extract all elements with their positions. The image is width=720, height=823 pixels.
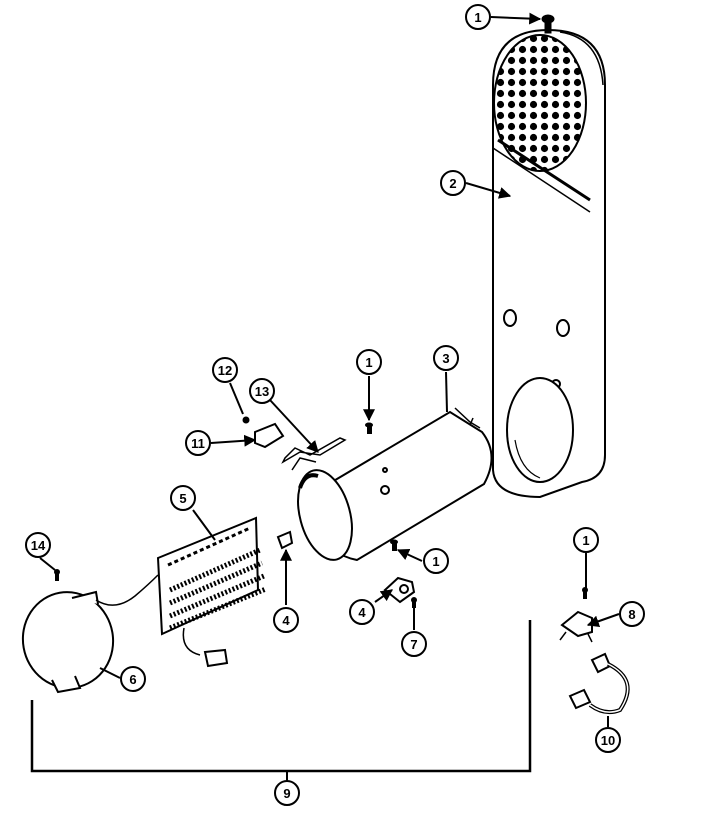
callout-1-right: 1 <box>573 527 599 553</box>
svg-text:4: 4 <box>282 613 290 628</box>
screw-part-14 <box>54 569 60 581</box>
callout-3: 3 <box>433 345 459 371</box>
callout-8: 8 <box>619 601 645 627</box>
svg-text:9: 9 <box>283 786 290 801</box>
svg-text:1: 1 <box>582 533 589 548</box>
callout-4-left: 4 <box>273 607 299 633</box>
part-11-clip <box>254 422 285 449</box>
svg-text:6: 6 <box>129 672 136 687</box>
svg-text:10: 10 <box>601 733 615 748</box>
svg-text:3: 3 <box>442 351 449 366</box>
callout-6: 6 <box>120 666 146 692</box>
svg-text:14: 14 <box>31 538 46 553</box>
screw-part-7 <box>411 597 417 608</box>
callout-1-top: 1 <box>465 4 491 30</box>
wire-part-6 <box>95 574 159 606</box>
callout-12: 12 <box>212 357 238 383</box>
screw-housing-top <box>365 422 373 434</box>
callout-1-housing-top: 1 <box>356 349 382 375</box>
callout-7: 7 <box>401 631 427 657</box>
callout-2: 2 <box>440 170 466 196</box>
svg-text:11: 11 <box>191 436 205 451</box>
callout-13: 13 <box>249 378 275 404</box>
thermostat-8 <box>559 610 593 643</box>
svg-text:7: 7 <box>410 637 417 652</box>
svg-text:1: 1 <box>432 554 439 569</box>
screw-housing-bottom <box>390 539 398 551</box>
svg-text:1: 1 <box>474 10 481 25</box>
callout-5: 5 <box>170 485 196 511</box>
svg-text:5: 5 <box>179 491 186 506</box>
heater-housing <box>281 407 493 562</box>
callout-11: 11 <box>185 430 211 456</box>
svg-text:8: 8 <box>628 607 635 622</box>
exhaust-duct-panel <box>492 28 606 499</box>
svg-text:1: 1 <box>365 355 372 370</box>
callout-10: 10 <box>595 727 621 753</box>
heating-element <box>156 516 267 668</box>
part-12-nut <box>242 416 250 424</box>
callout-1-housing-bottom: 1 <box>423 548 449 574</box>
callout-14: 14 <box>25 532 51 558</box>
wire-harness <box>568 652 630 715</box>
leader-lines <box>39 12 620 727</box>
thermostat-right <box>383 576 416 604</box>
callout-9: 9 <box>274 780 300 806</box>
svg-text:4: 4 <box>358 605 366 620</box>
screw-top <box>541 14 555 34</box>
callout-4-right: 4 <box>349 599 375 625</box>
svg-text:13: 13 <box>255 384 269 399</box>
svg-text:2: 2 <box>449 176 456 191</box>
bushing-left <box>276 530 294 550</box>
cover-plate <box>21 590 115 694</box>
svg-text:12: 12 <box>218 363 232 378</box>
assembly-bracket-9 <box>30 620 532 773</box>
